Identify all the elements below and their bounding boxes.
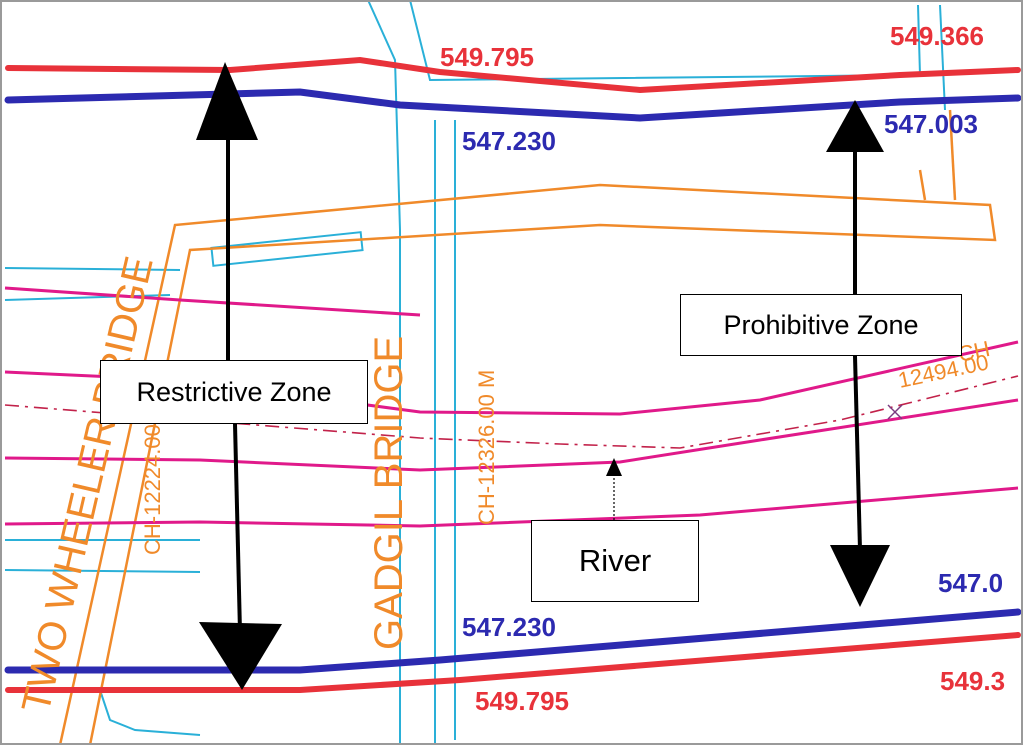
restrictive-zone-label: Restrictive Zone [100, 360, 368, 424]
chainage-left-label: CH-12224.00 M [140, 400, 165, 555]
elevation-bottom-right-blue: 547.0 [938, 568, 1003, 598]
river-label: River [531, 520, 699, 602]
gadgil-bridge-label: GADGIL BRIDGE [367, 336, 411, 650]
prohibitive-zone-label: Prohibitive Zone [680, 294, 962, 356]
elevation-top-left-blue: 547.230 [462, 126, 556, 156]
elevation-bottom-right-red: 549.3 [940, 666, 1005, 696]
river-pointer-arrow [606, 458, 622, 520]
elevation-bottom-left-blue: 547.230 [462, 612, 556, 642]
bridge-outlines [58, 109, 997, 745]
survey-mark-icon [887, 404, 903, 420]
elevation-top-right-red: 549.366 [890, 21, 984, 51]
elevation-top-right-blue: 547.003 [884, 109, 978, 139]
elevation-bottom-left-red: 549.795 [475, 686, 569, 716]
elevation-top-left-red: 549.795 [440, 42, 534, 72]
river-centerline [4, 375, 1019, 449]
cyan-road-lines [4, 0, 946, 745]
level-lines [4, 56, 1022, 693]
prohibitive-zone-arrow [826, 100, 890, 607]
chainage-middle-label: CH-12326.00 M [474, 370, 499, 525]
restrictive-zone-arrow [196, 62, 282, 690]
